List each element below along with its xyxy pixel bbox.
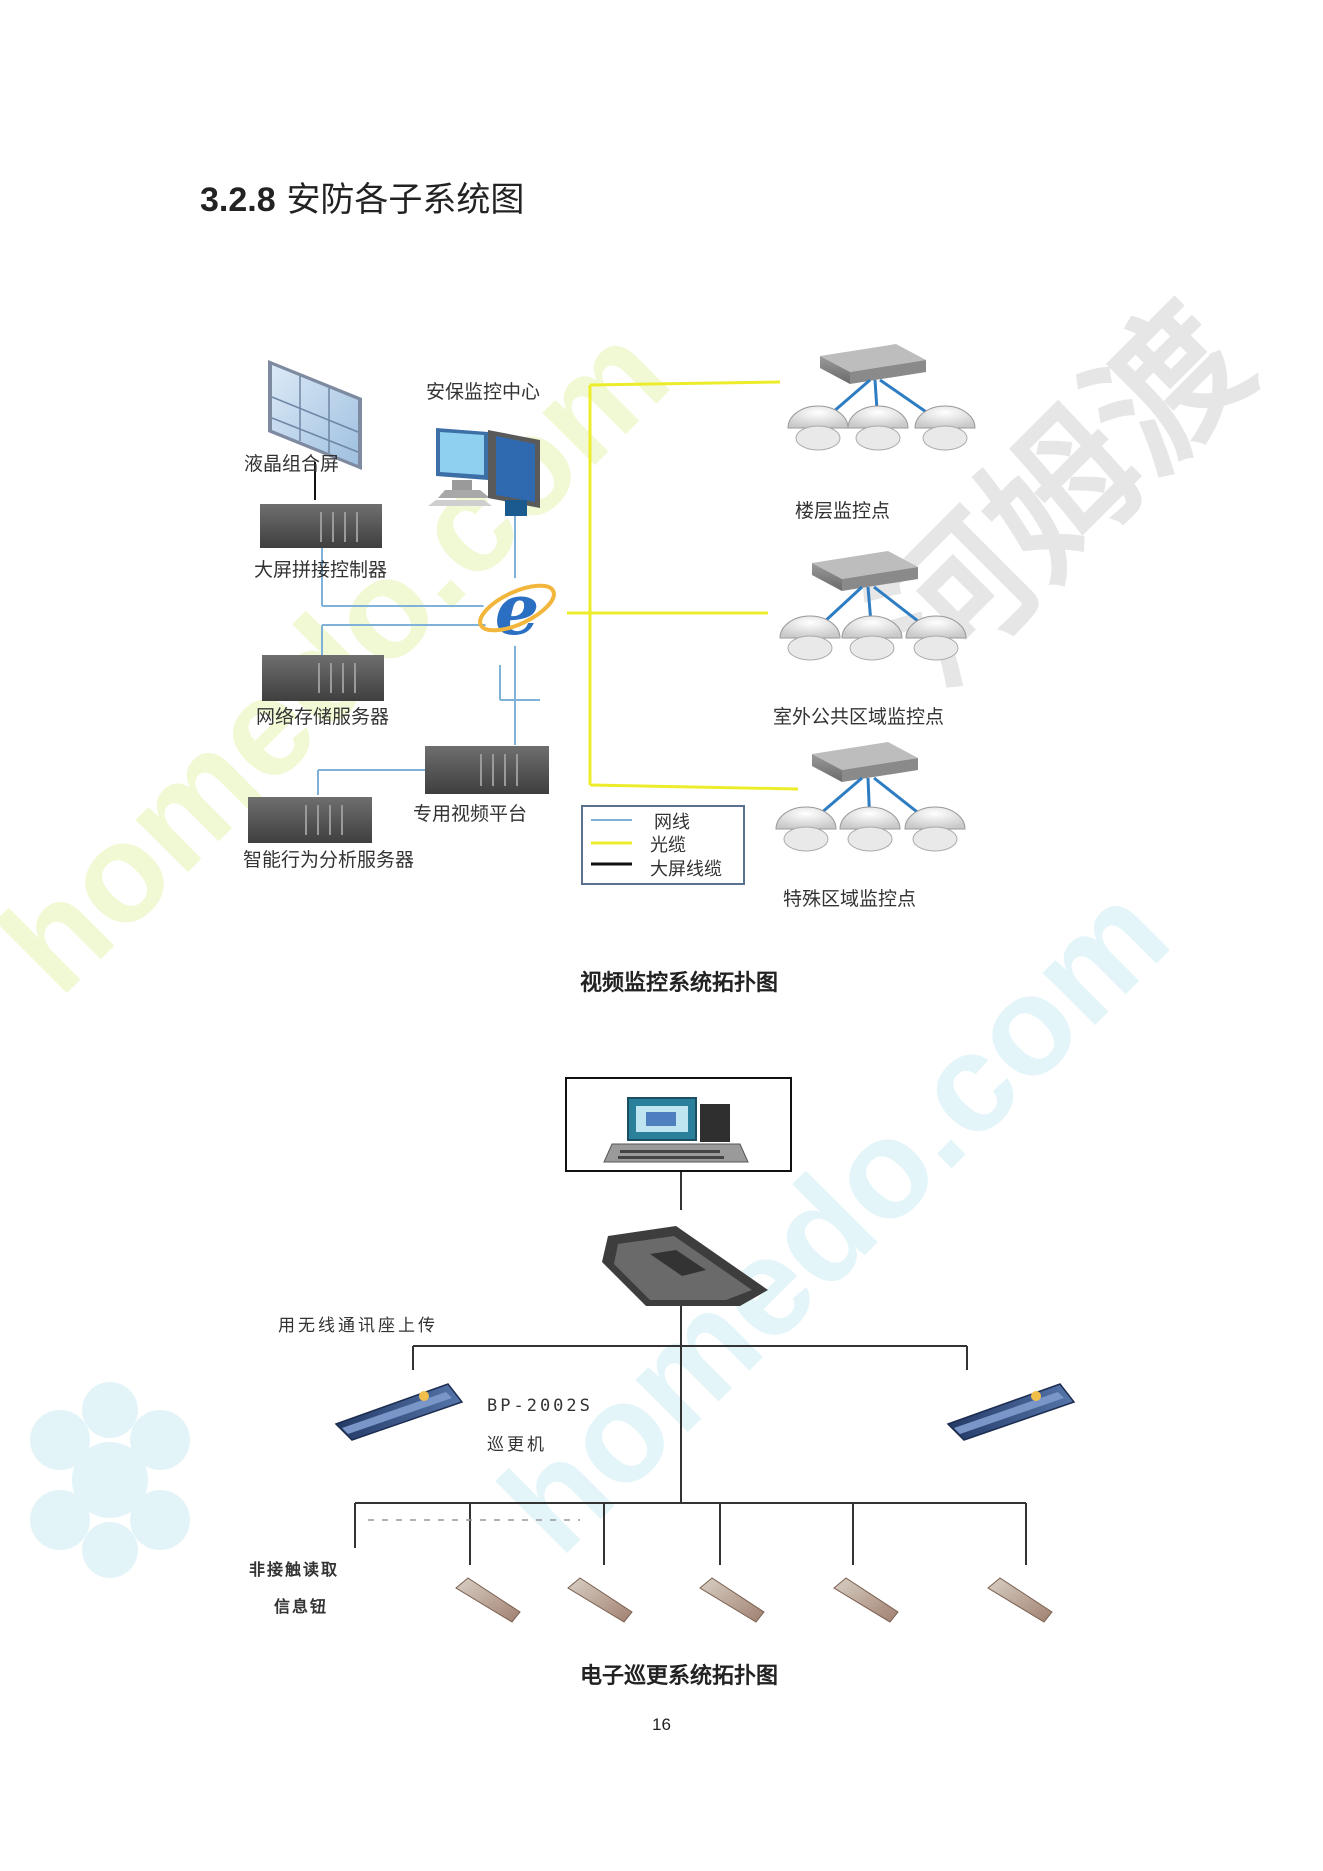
legend-screen-cable: 大屏线缆 [650,859,722,880]
section-title: 安防各子系统图 [286,180,525,220]
label-patrol-unit: 巡更机 [487,1435,547,1455]
label-lcd-wall: 液晶组合屏 [244,453,340,475]
dome-camera-icon [839,806,901,852]
patrol-unit-icon [946,1383,1076,1441]
label-storage-server: 网络存储服务器 [256,706,390,728]
lcd-wall-icon [268,360,362,470]
label-outdoor-points: 室外公共区域监控点 [773,706,945,728]
page-number: 16 [652,1715,671,1734]
camera-group-floor [787,344,976,451]
watermark-brand: 河姆渡 [842,274,1283,715]
dome-camera-icon [914,405,976,451]
svg-text:e: e [495,568,540,651]
watermark: homedo.com homedo.com 河姆渡 [0,274,1284,1581]
video-platform-device-icon [425,746,549,794]
patrol-connector-lines [354,1306,1027,1565]
label-video-platform: 专用视频平台 [413,803,528,825]
label-comm-base: 用无线通讯座上传 [278,1316,438,1336]
patrol-unit-icon [334,1383,464,1441]
fiber-lines [567,380,799,791]
monitoring-center-pc-icon [428,428,540,516]
patrol-workstation-icon [565,1077,792,1172]
label-floor-points: 楼层监控点 [795,500,891,522]
dome-camera-icon [779,615,841,661]
watermark-site-2: homedo.com [470,854,1197,1581]
legend-network: 网线 [654,812,690,833]
info-button-icon [699,1577,765,1623]
label-screen-controller: 大屏拼接控制器 [254,559,388,581]
camera-group-outdoor [779,551,967,661]
label-info-button: 信息钮 [274,1597,329,1616]
dome-camera-icon [847,405,909,451]
info-button-icon [567,1577,633,1623]
comm-base-icon [602,1226,768,1306]
dome-camera-icon [841,615,903,661]
dome-camera-icon [787,405,849,451]
label-contactless-read: 非接触读取 [249,1560,340,1579]
info-button-icon [833,1577,899,1623]
screen-controller-device-icon [260,504,382,548]
caption-video-topology: 视频监控系统拓扑图 [580,970,779,996]
dome-camera-icon [905,615,967,661]
network-lines [317,510,540,795]
section-number: 3.2.8 [200,181,276,219]
camera-group-special [775,742,966,852]
label-analysis-server: 智能行为分析服务器 [243,849,415,871]
internet-hub-icon: e [478,568,556,651]
label-model: BP-2002S [487,1396,593,1416]
legend-fiber: 光缆 [650,835,686,856]
dome-camera-icon [904,806,966,852]
watermark-flower-icon [30,1382,190,1578]
label-monitoring-center: 安保监控中心 [426,381,541,403]
info-button-icon [987,1577,1053,1623]
caption-patrol-topology: 电子巡更系统拓扑图 [580,1663,779,1689]
legend-box [581,805,745,885]
section-heading: 3.2.8 安防各子系统图 [200,172,524,221]
storage-server-device-icon [262,655,384,701]
analysis-server-device-icon [248,797,372,843]
dome-camera-icon [775,806,837,852]
info-button-icon [455,1577,521,1623]
label-special-points: 特殊区域监控点 [783,888,917,910]
